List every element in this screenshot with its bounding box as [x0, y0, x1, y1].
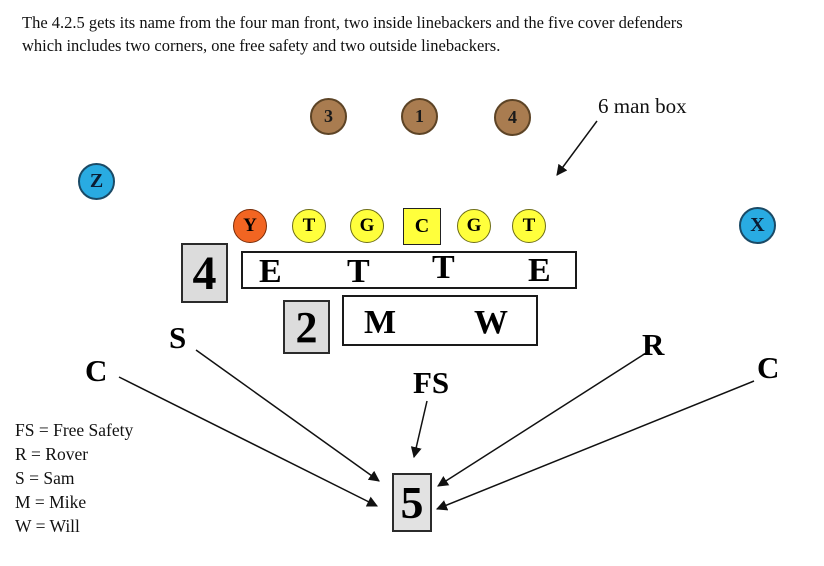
left-tackle-label: T	[302, 215, 316, 236]
secondary-count: 5	[400, 477, 424, 528]
corner-right-label: C	[757, 350, 780, 385]
backfield-player-4-label: 4	[508, 107, 517, 127]
will-label: W	[474, 304, 508, 341]
right-tackle: T	[512, 209, 546, 243]
description-text: The 4.2.5 gets its name from the four ma…	[22, 13, 683, 55]
right-corner-to-nickel-arrow	[435, 380, 755, 511]
linebacker-box: M W	[342, 295, 538, 346]
tackle-right-label: T	[432, 249, 455, 286]
legend-free-safety: FS = Free Safety	[15, 420, 134, 440]
secondary-count-box: 5	[392, 473, 432, 532]
sam-to-nickel-arrow	[195, 349, 380, 482]
legend-mike: M = Mike	[15, 492, 87, 512]
center: C	[403, 208, 441, 245]
left-corner-to-nickel-arrow	[118, 376, 378, 507]
receiver-z-label: Z	[89, 170, 104, 192]
mike-label: M	[364, 304, 397, 341]
legend-sam: S = Sam	[15, 468, 75, 488]
tackle-left-label: T	[347, 253, 370, 290]
backfield-player-3: 3	[310, 98, 347, 135]
six-man-box-label: 6 man box	[598, 94, 687, 118]
backfield-player-4: 4	[494, 99, 531, 136]
backfield-player-1: 1	[401, 98, 438, 135]
legend-rover: R = Rover	[15, 444, 89, 464]
receiver-x-label: X	[750, 214, 765, 236]
left-guard: G	[350, 209, 384, 243]
receiver-x: X	[739, 207, 776, 244]
backfield-player-1-label: 1	[415, 106, 424, 126]
linebacker-count: 2	[295, 302, 318, 352]
right-guard-label: G	[466, 215, 482, 236]
left-guard-label: G	[359, 215, 375, 236]
end-left-label: E	[259, 253, 282, 290]
defensive-line-box: E T T E	[241, 251, 577, 289]
corner-left-label: C	[85, 353, 108, 388]
rover-label: R	[642, 327, 665, 362]
front-count: 4	[192, 246, 217, 300]
center-label: C	[414, 215, 430, 237]
free-safety-label: FS	[413, 365, 450, 400]
backfield-player-3-label: 3	[324, 106, 333, 126]
end-right-label: E	[528, 252, 551, 289]
legend-will: W = Will	[15, 516, 80, 536]
rover-to-nickel-arrow	[437, 352, 647, 487]
front-count-box: 4	[181, 243, 228, 303]
tight-end-y-label: Y	[243, 215, 257, 236]
legend: FS = Free Safety R = Rover S = Sam M = M…	[15, 418, 133, 538]
right-guard: G	[457, 209, 491, 243]
right-tackle-label: T	[522, 215, 536, 236]
linebacker-count-box: 2	[283, 300, 330, 354]
left-tackle: T	[292, 209, 326, 243]
six-man-box-arrow	[556, 120, 598, 176]
sam-label: S	[169, 320, 187, 355]
receiver-z: Z	[78, 163, 115, 200]
tight-end-y: Y	[233, 209, 267, 243]
free-safety-to-nickel-arrow	[410, 400, 428, 459]
